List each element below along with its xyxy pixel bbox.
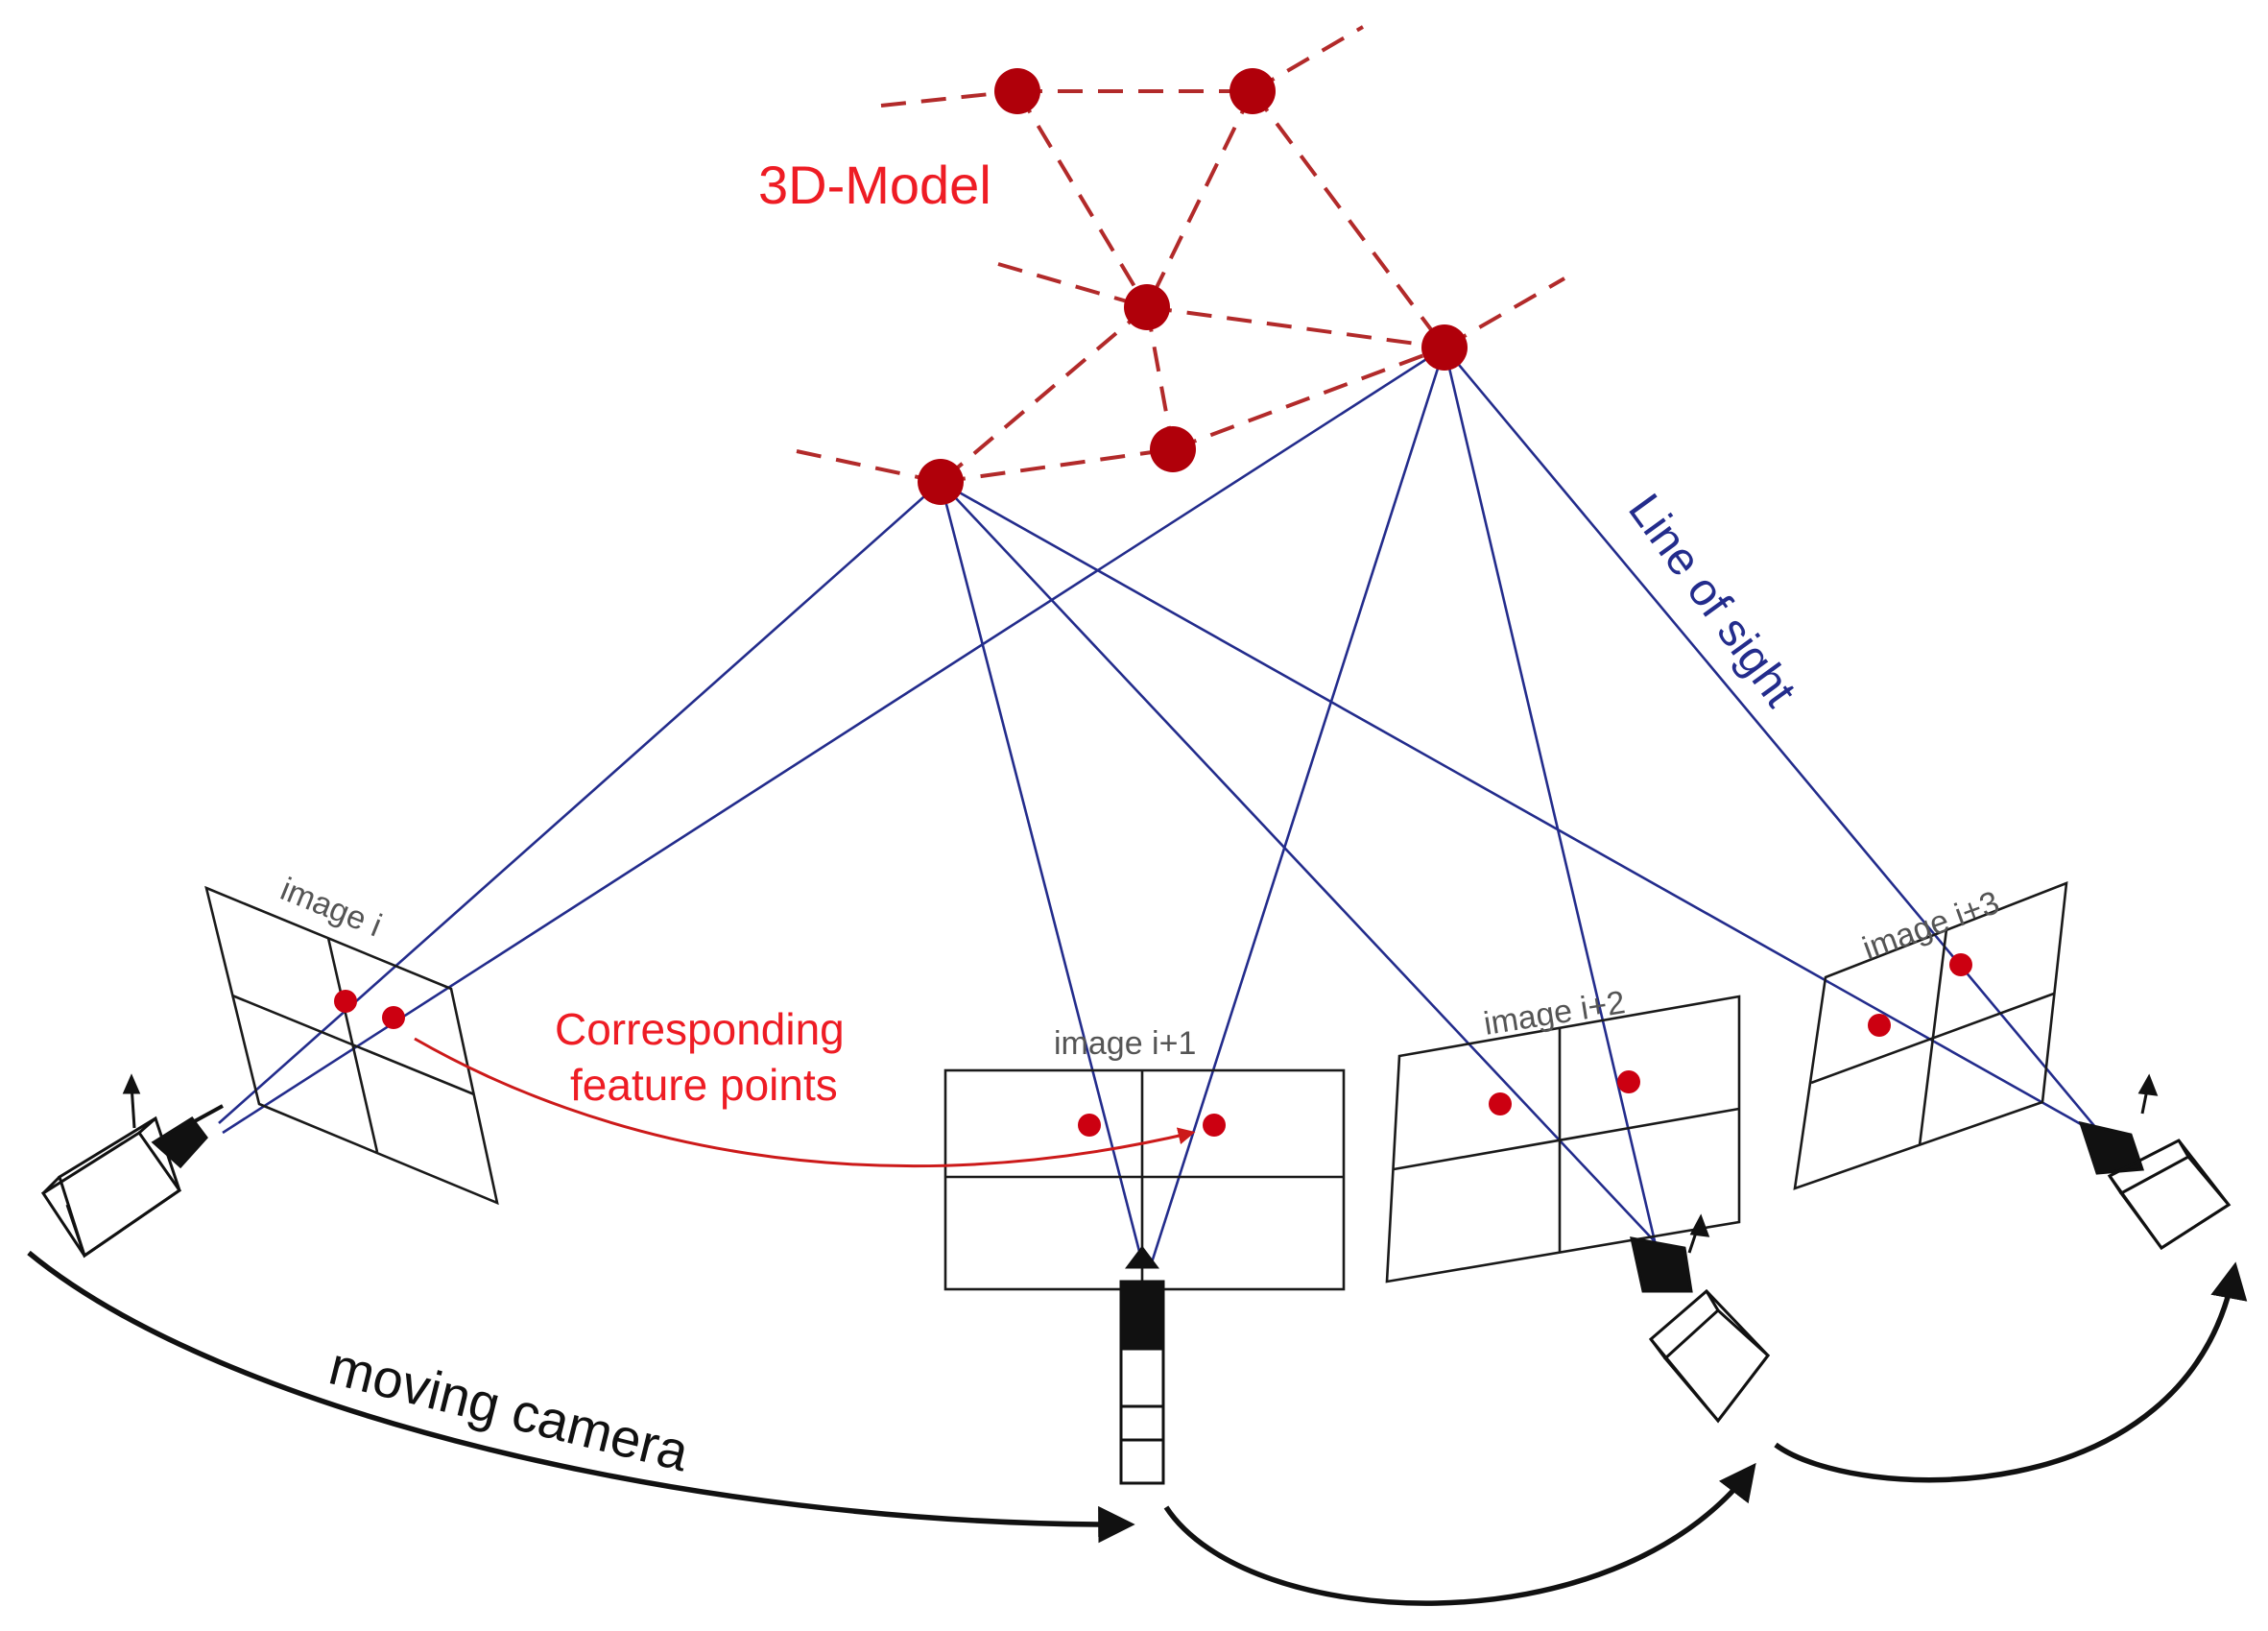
motion-arrow-1 (27, 1250, 1135, 1544)
feature-point (334, 990, 357, 1013)
model-point (1229, 68, 1276, 114)
feature-point (1078, 1114, 1101, 1137)
image-label-i3: image i+3 (1858, 884, 2004, 967)
camera-3 (1630, 1213, 1771, 1424)
camera-1 (40, 1073, 224, 1259)
model-point (1421, 324, 1468, 371)
image-plane-i2 (1385, 995, 1741, 1283)
correspondence-arrow (414, 1037, 1196, 1168)
model-points (918, 68, 1468, 505)
sight-lines (218, 346, 2101, 1263)
line-of-sight-label: Line of sight (1618, 485, 1805, 716)
camera-2 (1119, 1245, 1165, 1485)
motion-arrow-3 (1774, 1261, 2248, 1483)
corresponding-label-line1: Corresponding (555, 1004, 845, 1054)
image-label-i1: image i+1 (1054, 1025, 1196, 1062)
image-plane-i (204, 885, 499, 1206)
feature-point (382, 1006, 405, 1029)
image-plane-i3 (1793, 881, 2068, 1190)
feature-point (1868, 1014, 1891, 1037)
model-point (1150, 426, 1196, 472)
model-label: 3D-Model (758, 155, 991, 215)
model-wireframe (796, 25, 1565, 484)
feature-points (334, 953, 1972, 1137)
feature-point (1489, 1092, 1512, 1115)
model-point (918, 459, 964, 505)
feature-point (1949, 953, 1972, 976)
image-label-i: image i (275, 871, 387, 944)
model-point (1124, 284, 1170, 330)
model-point (994, 68, 1040, 114)
moving-camera-label: moving camera (323, 1335, 696, 1483)
motion-arrows (27, 1250, 2248, 1606)
camera-4 (2078, 1073, 2232, 1251)
feature-point (1203, 1114, 1226, 1137)
corresponding-label-line2: feature points (570, 1060, 838, 1110)
feature-point (1617, 1070, 1640, 1093)
motion-arrow-2 (1163, 1462, 1756, 1606)
